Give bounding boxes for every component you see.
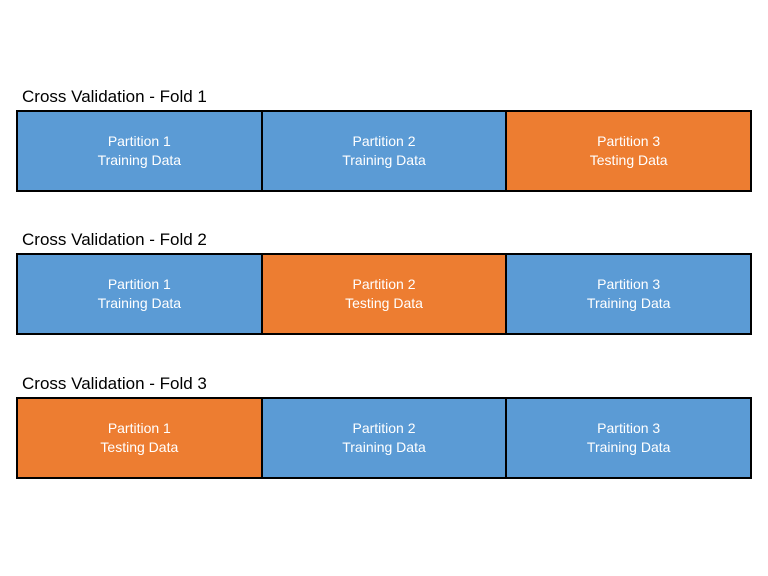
partition-name: Partition 2 — [352, 420, 416, 436]
partition-block: Partition 3 Training Data — [505, 399, 751, 477]
partition-block: Partition 1 Testing Data — [18, 399, 261, 477]
fold-title: Cross Validation - Fold 3 — [22, 374, 207, 393]
partition-name: Partition 1 — [107, 133, 171, 149]
partition-row: Partition 1 Training Data Partition 2 Tr… — [16, 110, 752, 192]
partition-role: Training Data — [342, 439, 426, 455]
partition-role: Training Data — [586, 439, 671, 455]
fold-3: Cross Validation - Fold 3 Partition 1 Te… — [16, 371, 752, 479]
fold-title: Cross Validation - Fold 2 — [22, 230, 207, 249]
partition-name: Partition 1 — [107, 420, 171, 436]
partition-role: Training Data — [342, 152, 426, 168]
partition-role: Testing Data — [589, 152, 668, 168]
partition-block: Partition 2 Training Data — [260, 112, 506, 190]
partition-role: Training Data — [97, 152, 182, 168]
partition-name: Partition 2 — [352, 133, 416, 149]
partition-role: Testing Data — [345, 295, 423, 311]
partition-name: Partition 2 — [352, 276, 416, 292]
partition-name: Partition 3 — [597, 276, 661, 292]
partition-block: Partition 3 Testing Data — [505, 112, 751, 190]
partition-block: Partition 3 Training Data — [505, 255, 751, 333]
partition-role: Training Data — [97, 295, 182, 311]
partition-row: Partition 1 Testing Data Partition 2 Tra… — [16, 397, 752, 479]
partition-role: Training Data — [586, 295, 671, 311]
partition-block: Partition 2 Training Data — [260, 399, 506, 477]
fold-1: Cross Validation - Fold 1 Partition 1 Tr… — [16, 84, 752, 192]
fold-title: Cross Validation - Fold 1 — [22, 87, 207, 106]
partition-name: Partition 3 — [597, 133, 661, 149]
partition-role: Testing Data — [100, 439, 179, 455]
partition-block: Partition 1 Training Data — [18, 112, 261, 190]
partition-name: Partition 1 — [107, 276, 171, 292]
partition-row: Partition 1 Training Data Partition 2 Te… — [16, 253, 752, 335]
partition-name: Partition 3 — [597, 420, 661, 436]
partition-block: Partition 1 Training Data — [18, 255, 261, 333]
fold-2: Cross Validation - Fold 2 Partition 1 Tr… — [16, 227, 752, 335]
partition-block: Partition 2 Testing Data — [260, 255, 506, 333]
